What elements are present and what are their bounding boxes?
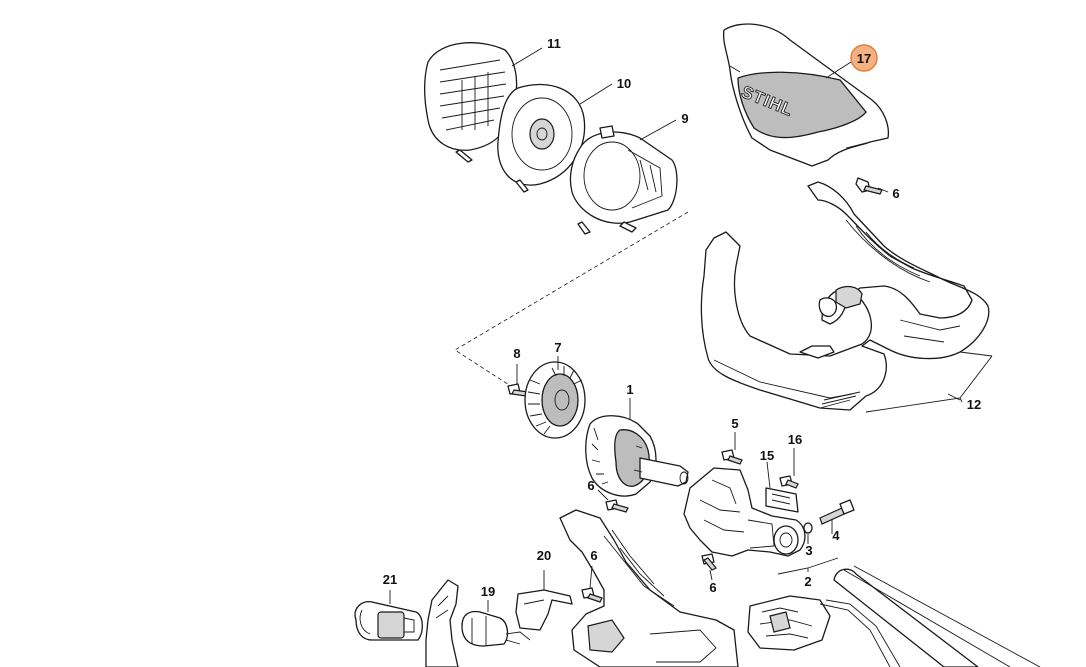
clip-20 — [515, 589, 573, 631]
motor — [585, 415, 689, 497]
socket-19 — [461, 610, 531, 647]
callout-17[interactable]: 17 — [857, 51, 871, 66]
electronics-board — [747, 595, 901, 667]
callout-8: 8 — [513, 346, 520, 361]
callout-11: 11 — [547, 36, 561, 51]
bracket-plate-15 — [765, 487, 799, 513]
callout-2: 2 — [804, 574, 811, 589]
trigger-handle — [425, 579, 459, 667]
fan-housing-disc — [497, 83, 586, 193]
callout-5: 5 — [731, 416, 738, 431]
callout-1: 1 — [626, 382, 633, 397]
callout-12: 12 — [967, 397, 981, 412]
screw-6b — [605, 499, 629, 513]
leader-lines — [389, 47, 961, 612]
motor-shroud — [569, 125, 678, 235]
callout-3: 3 — [805, 543, 812, 558]
screw-6c — [701, 553, 717, 571]
callout-9: 9 — [681, 111, 688, 126]
callout-10: 10 — [617, 76, 631, 91]
bolt-4 — [819, 499, 855, 525]
callout-6a: 6 — [892, 186, 899, 201]
callout-6d: 6 — [590, 548, 597, 563]
assembly-outline — [454, 211, 689, 393]
screw-6d — [581, 587, 603, 603]
gearbox-housing — [683, 467, 806, 557]
callout-6c: 6 — [709, 580, 716, 595]
callout-16: 16 — [788, 432, 802, 447]
callout-21: 21 — [383, 572, 397, 587]
washer-3 — [803, 522, 813, 534]
callout-7: 7 — [554, 340, 561, 355]
top-cover: STIHL — [722, 23, 890, 167]
switch-21 — [354, 601, 423, 641]
screw-6a — [855, 177, 883, 195]
callout-4: 4 — [832, 528, 840, 543]
callout-20: 20 — [537, 548, 551, 563]
callout-19: 19 — [481, 584, 495, 599]
callout-6b: 6 — [587, 478, 594, 493]
callout-labels: 11 10 9 17 6 12 8 7 1 5 16 15 6 4 3 2 6 … — [383, 36, 981, 599]
handle-tube — [833, 565, 1041, 667]
lower-housing — [559, 509, 739, 667]
screw-5 — [721, 449, 743, 465]
housing-shell — [700, 181, 990, 411]
screw-16 — [779, 475, 799, 489]
callout-15: 15 — [760, 448, 774, 463]
impeller-fan — [524, 361, 586, 439]
highlight-circle-17 — [850, 44, 878, 72]
